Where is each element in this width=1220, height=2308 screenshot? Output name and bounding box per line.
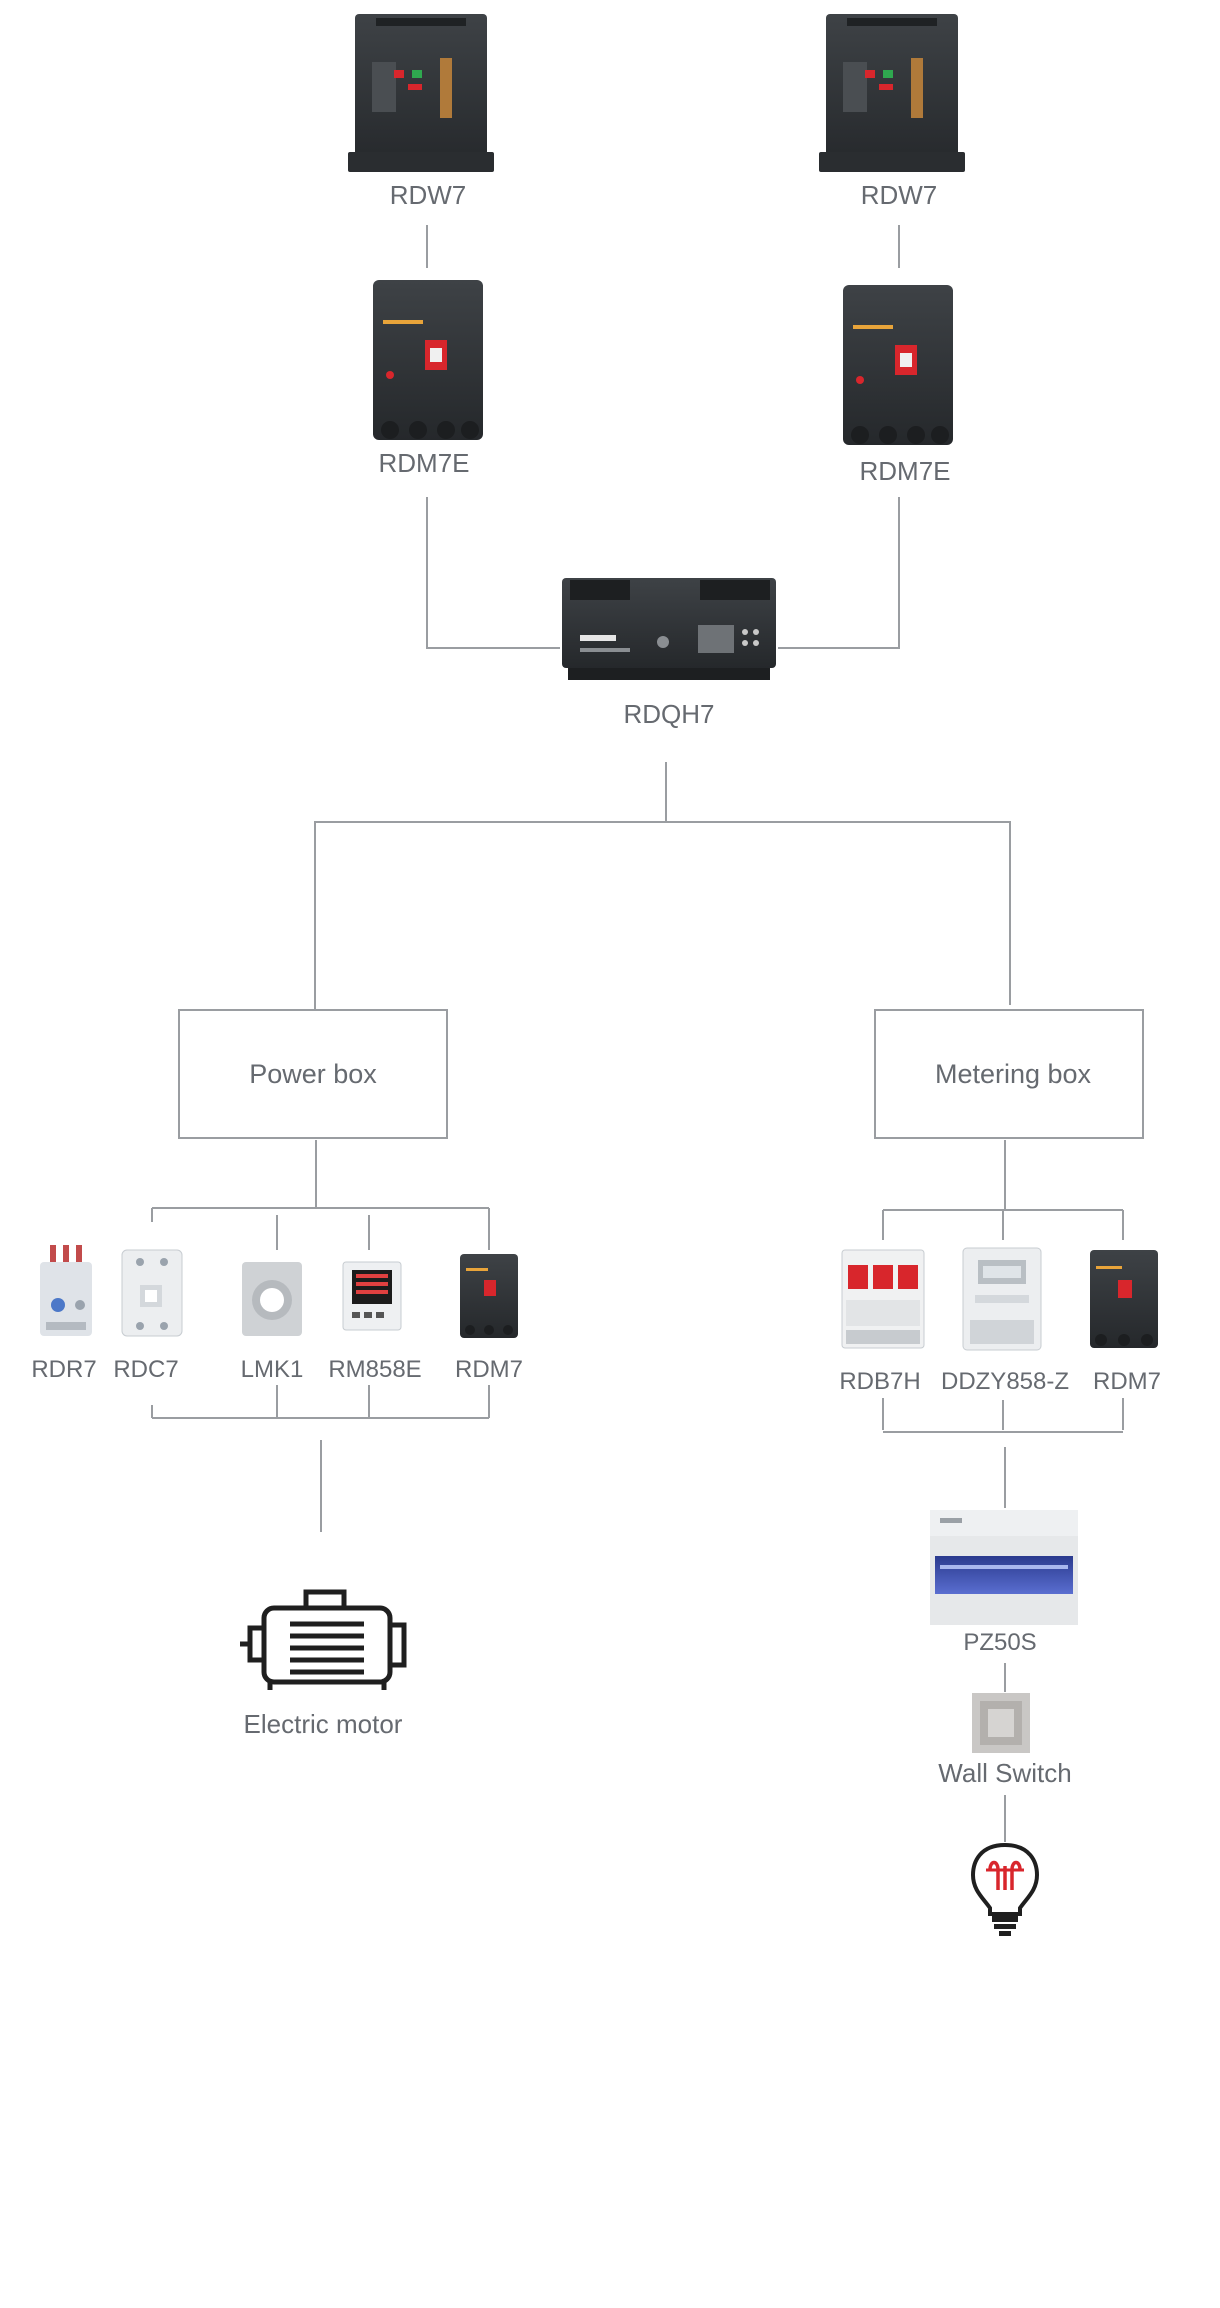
rdb7h-mcb (841, 1249, 925, 1349)
pz50s-distribution-box (930, 1510, 1078, 1625)
rdm7e-breaker-right (843, 285, 953, 445)
rdm7e-label-left: RDM7E (378, 448, 469, 478)
wall-switch-label: Wall Switch (938, 1758, 1071, 1788)
metering-box (874, 1009, 1144, 1139)
pz50s-label: PZ50S (963, 1629, 1036, 1656)
electric-motor-icon (240, 1589, 407, 1690)
rdm7-label-metering: RDM7 (1093, 1368, 1161, 1395)
light-bulb-icon (970, 1842, 1040, 1936)
rm858e-power-meter (342, 1261, 402, 1331)
ddzy858-z-energy-meter (962, 1247, 1042, 1351)
metering-box-title: Metering box (935, 1059, 1092, 1089)
lmk1-current-transformer (242, 1262, 302, 1336)
rm858e-label: RM858E (328, 1356, 421, 1383)
rdb7h-label: RDB7H (839, 1368, 920, 1395)
rdm7e-breaker-left (373, 280, 483, 440)
rdm7-label-power: RDM7 (455, 1356, 523, 1383)
ddzy858-z-label: DDZY858-Z (941, 1368, 1069, 1395)
rdw7-label-right: RDW7 (861, 180, 938, 210)
wall-switch-icon (972, 1693, 1030, 1753)
rdw7-label-left: RDW7 (390, 180, 467, 210)
rdr7-thermal-relay (40, 1245, 92, 1336)
electric-motor-label: Electric motor (244, 1709, 403, 1739)
rdc7-label: RDC7 (113, 1356, 178, 1383)
rdm7-breaker-metering (1090, 1250, 1158, 1348)
power-box (178, 1009, 448, 1139)
power-box-title: Power box (249, 1059, 377, 1089)
rdr7-label: RDR7 (31, 1356, 96, 1383)
rdm7-breaker-power (460, 1254, 518, 1338)
connection-lines (151, 225, 1124, 1842)
rdw7-breaker-right (819, 14, 965, 172)
rdqh7-label: RDQH7 (623, 699, 714, 729)
rdqh7-transfer-switch (562, 578, 776, 680)
rdc7-contactor (121, 1249, 183, 1337)
rdw7-breaker-left (348, 14, 494, 172)
rdm7e-label-right: RDM7E (859, 456, 950, 486)
lmk1-label: LMK1 (241, 1356, 304, 1383)
